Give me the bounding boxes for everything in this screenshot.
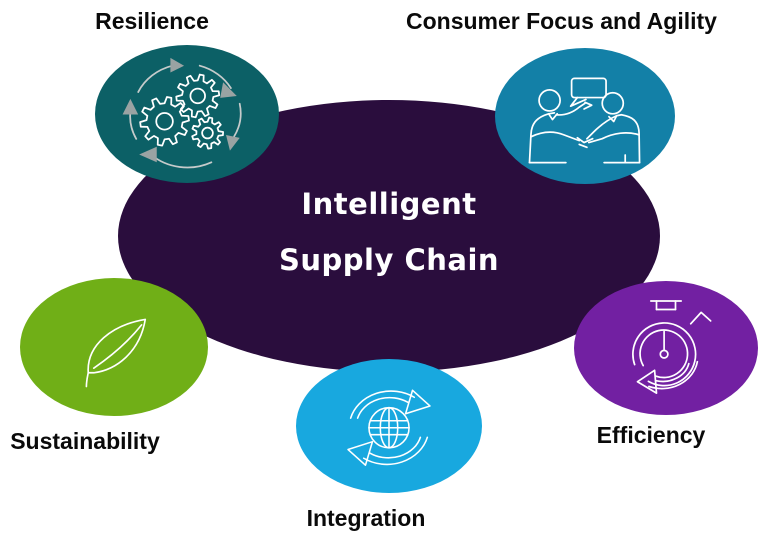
label-efficiency: Efficiency xyxy=(596,422,706,448)
diagram-title: Intelligent Supply Chain xyxy=(118,176,660,288)
leaf-icon xyxy=(85,318,147,388)
node-sustainability xyxy=(20,278,208,416)
label-consumer-focus: Consumer Focus and Agility xyxy=(406,8,717,34)
handshake-chat-icon xyxy=(528,77,641,164)
title-line-1: Intelligent xyxy=(301,187,477,221)
node-efficiency xyxy=(574,281,758,415)
gears-cycle-icon xyxy=(122,57,242,169)
node-consumer-focus xyxy=(495,48,675,184)
label-sustainability: Sustainability xyxy=(10,428,160,454)
stopwatch-icon xyxy=(632,300,712,394)
title-line-2: Supply Chain xyxy=(278,243,500,277)
globe-sync-icon xyxy=(347,389,431,466)
label-resilience: Resilience xyxy=(95,8,209,34)
node-resilience xyxy=(95,45,279,183)
label-integration: Integration xyxy=(306,505,426,531)
node-integration xyxy=(296,359,482,493)
